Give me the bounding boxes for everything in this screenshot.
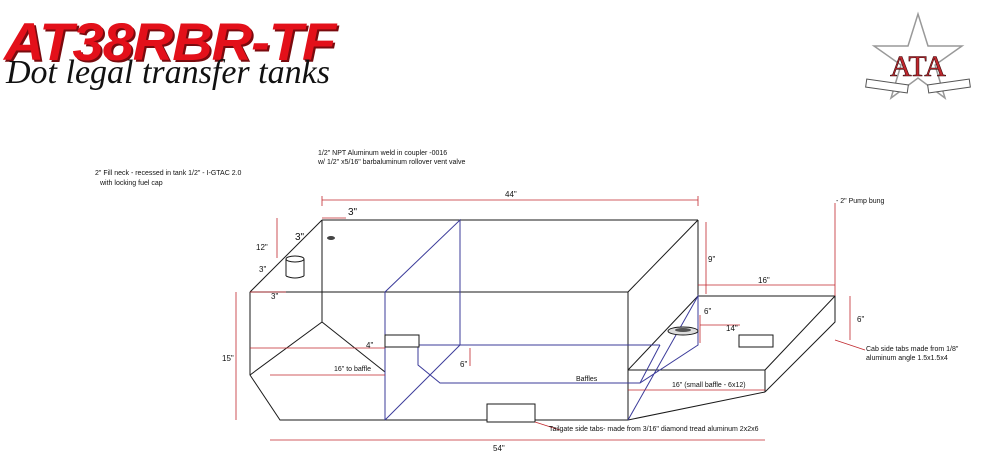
product-title: AT38RBR-TF [4,11,336,72]
dimension-lines [235,196,866,441]
coupler-callout-line2: w/ 1/2" x5/16" barbaluminum rollover ven… [317,159,465,166]
dim-54: 54" [493,444,505,453]
dim-12: 12" [256,243,268,252]
baffle-lines [384,218,699,421]
dim-3-left: 3" [295,232,305,243]
dim-4: 4" [366,341,373,350]
dim-3-bottom: 3" [271,292,278,301]
coupler-callout-line1: 1/2" NPT Aluminum weld in coupler -0016 [318,150,447,157]
dim-3-top: 3" [348,207,358,218]
cab-tabs-callout-line2: aluminum angle 1.5x1.5x4 [866,355,948,362]
cab-tabs-callout-line1: Cab side tabs made from 1/8" [866,346,959,353]
dim-6-right: 6" [857,315,864,324]
ata-logo: ATA [865,11,971,100]
pump-bung-callout: - 2" Pump bung [836,198,885,205]
small-baffle-label: 16" (small baffle - 6x12) [672,382,746,389]
vent-coupler [327,236,335,240]
dim-14: 14" [726,324,738,333]
dim-3-side: 3" [259,265,266,274]
product-subtitle: Dot legal transfer tanks [6,54,330,91]
tailgate-tabs-callout: Tailgate side tabs- made from 3/16" diam… [549,426,759,433]
fill-neck [285,255,305,279]
pump-bung [667,326,699,336]
fill-neck-callout-line1: 2" Fill neck - recessed in tank 1/2" - I… [95,170,242,177]
dim-6-center: 6" [460,360,467,369]
logo-star-icon [871,11,965,100]
baffles-label: Baffles [576,376,598,383]
fill-neck-callout-line2: with locking fuel cap [99,180,163,187]
baffle-16-label: 16" to baffle [334,366,371,373]
dim-44: 44" [505,190,517,199]
cab-tab-left [384,334,420,348]
dim-9: 9" [708,255,715,264]
logo-letters: ATA [890,50,946,83]
dim-16-right: 16" [758,276,770,285]
cab-tab-right [738,334,774,348]
dim-6-inner: 6" [704,307,711,316]
dim-15: 15" [222,354,234,363]
tabs [384,334,774,423]
tailgate-tab [486,403,536,423]
